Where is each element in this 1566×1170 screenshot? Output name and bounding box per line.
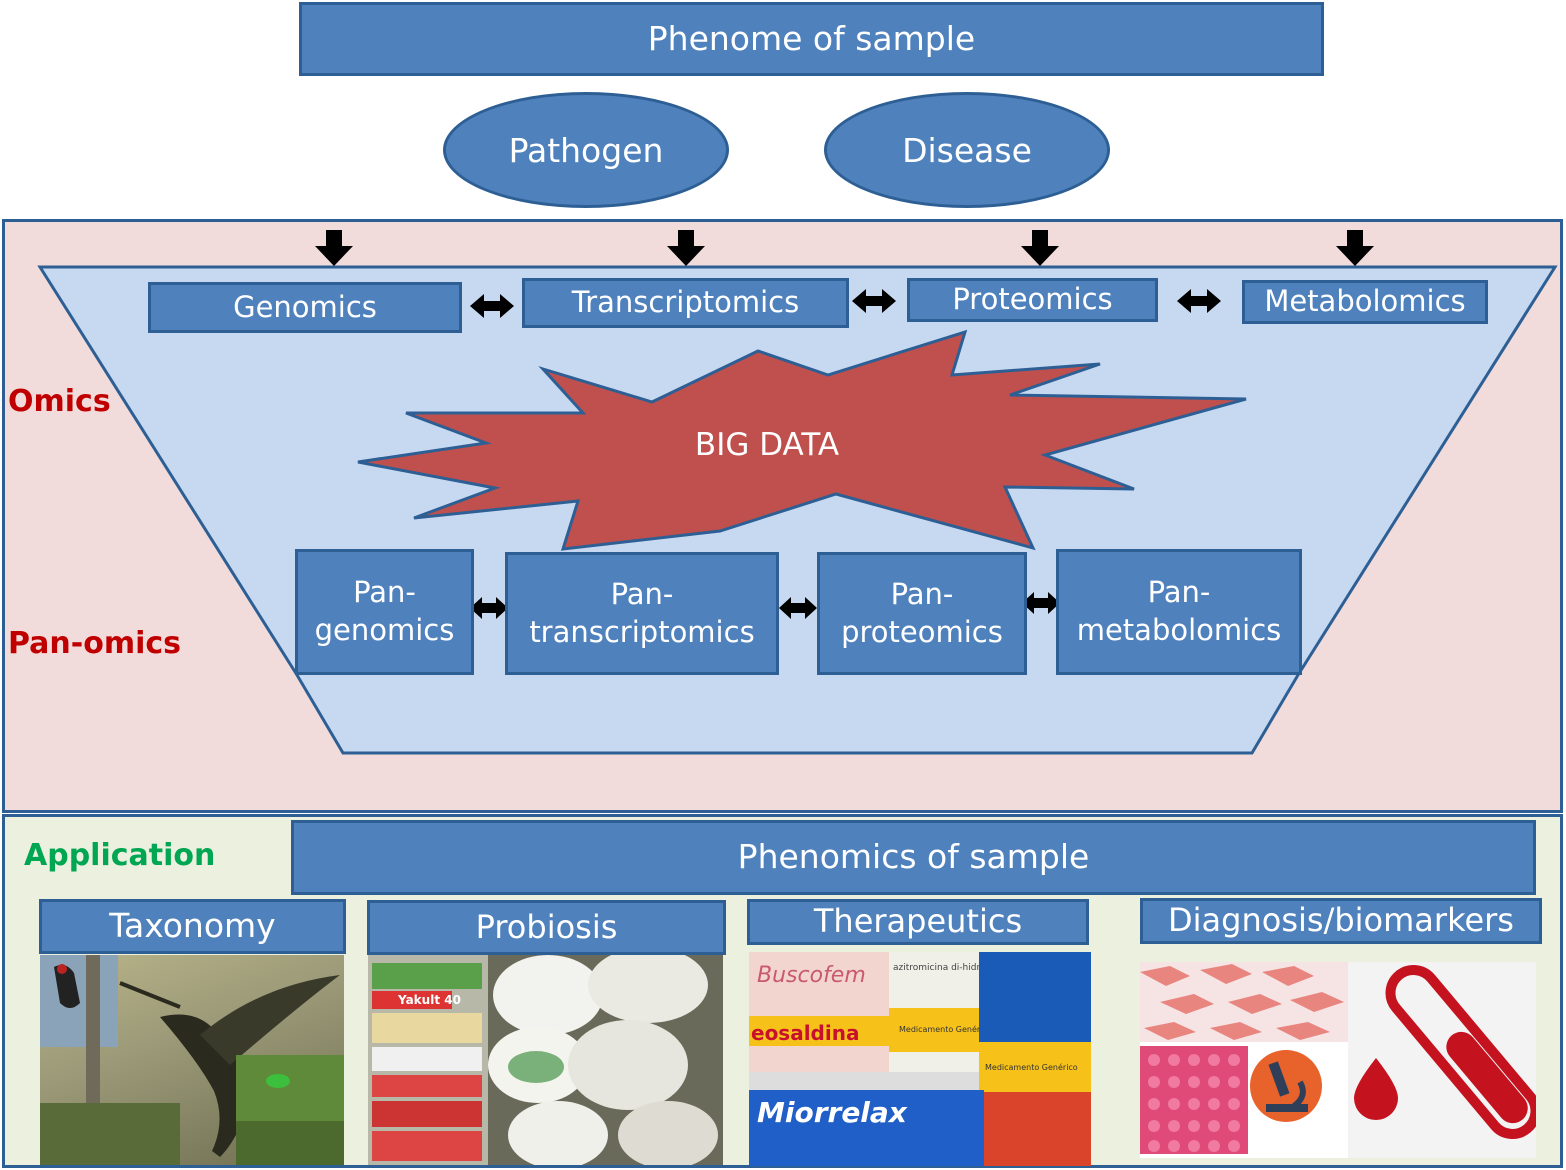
pan-box-line2: transcriptomics <box>529 614 755 649</box>
category-label: Probiosis <box>475 907 618 946</box>
omics-box-transcriptomics: Transcriptomics <box>522 278 849 328</box>
omics-side-label: Omics <box>8 384 111 419</box>
double-arrow-icon <box>1022 592 1060 614</box>
double-arrow-icon <box>1177 289 1221 313</box>
blood-drop-icon <box>1354 1058 1398 1120</box>
neosaldina-label: eosaldina <box>751 1021 859 1045</box>
omics-box-genomics: Genomics <box>148 282 462 333</box>
test-tube-icon <box>1385 965 1536 1139</box>
omics-box-proteomics: Proteomics <box>907 278 1158 322</box>
probiosis-photo: Yakult 40 <box>368 955 723 1165</box>
big-data-label: BIG DATA <box>695 427 839 463</box>
omics-diagram-graphics: BIG DATA <box>37 230 1558 755</box>
pan-box-line1: Pan- <box>610 576 674 611</box>
phenome-of-sample-box: Phenome of sample <box>299 2 1324 76</box>
omics-funnel <box>37 265 1558 755</box>
category-taxonomy: Taxonomy <box>39 899 346 954</box>
down-arrow-icon <box>1336 230 1374 266</box>
category-label: Therapeutics <box>813 902 1023 941</box>
double-arrow-icon <box>852 289 896 313</box>
category-label: Taxonomy <box>109 906 276 946</box>
application-side-label: Application <box>24 838 216 873</box>
generico-label-1: Medicamento Genérico <box>899 1024 992 1034</box>
omics-box-metabolomics: Metabolomics <box>1242 280 1488 324</box>
category-therapeutics: Therapeutics <box>747 899 1089 945</box>
pan-box-transcriptomics: Pan- transcriptomics <box>505 552 779 675</box>
therapeutics-photo: Buscofem eosaldina azitromicina di-hidra… <box>749 952 1091 1166</box>
generico-label-2: Medicamento Genérico <box>985 1062 1078 1072</box>
omics-box-label: Genomics <box>233 289 377 324</box>
taxonomy-photo <box>40 955 344 1165</box>
pan-box-proteomics: Pan- proteomics <box>817 552 1027 675</box>
panomics-side-label: Pan-omics <box>8 626 182 661</box>
pan-box-genomics: Pan- genomics <box>295 549 474 675</box>
diagnosis-graphic <box>1140 962 1536 1158</box>
buscofem-label: Buscofem <box>757 963 866 988</box>
disease-ellipse: Disease <box>824 92 1110 208</box>
pan-box-line1: Pan- <box>1147 575 1211 610</box>
double-arrow-icon <box>470 294 514 318</box>
hummingbird-icon <box>40 955 344 1165</box>
phenomics-of-sample-box: Phenomics of sample <box>291 820 1536 895</box>
omics-box-label: Metabolomics <box>1264 284 1466 319</box>
phenome-title: Phenome of sample <box>647 18 976 58</box>
omics-box-label: Proteomics <box>952 282 1113 317</box>
category-diagnosis: Diagnosis/biomarkers <box>1140 898 1542 944</box>
category-label: Diagnosis/biomarkers <box>1168 901 1514 940</box>
azitromicina-label: azitromicina di-hidratada <box>893 963 1006 973</box>
phenomics-title: Phenomics of sample <box>737 837 1090 877</box>
pathogen-label: Pathogen <box>508 130 664 170</box>
down-arrow-icon <box>1021 230 1059 266</box>
pathogen-ellipse: Pathogen <box>443 92 729 208</box>
omics-box-label: Transcriptomics <box>571 285 800 320</box>
double-arrow-icon <box>470 597 508 619</box>
yakult-label: Yakult 40 <box>397 993 461 1007</box>
category-probiosis: Probiosis <box>367 900 726 955</box>
pan-box-line1: Pan- <box>890 576 954 611</box>
pan-box-line2: genomics <box>314 613 455 647</box>
down-arrow-icon <box>315 230 353 266</box>
miorrelax-label: Miorrelax <box>757 1096 908 1129</box>
pan-box-metabolomics: Pan- metabolomics <box>1056 549 1302 675</box>
double-arrow-icon <box>779 597 817 619</box>
disease-label: Disease <box>902 130 1032 170</box>
pan-box-line1: Pan- <box>353 575 416 610</box>
microscope-icon <box>1250 1050 1322 1122</box>
big-data-burst <box>357 329 1247 551</box>
down-arrow-icon <box>667 230 705 266</box>
pan-box-line2: proteomics <box>841 614 1003 649</box>
pan-box-line2: metabolomics <box>1076 613 1282 647</box>
